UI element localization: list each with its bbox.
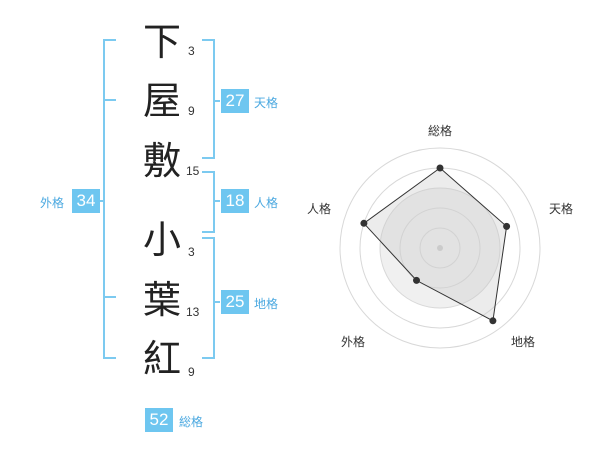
soukaku-label: 総格 xyxy=(179,415,204,429)
stroke-count-3: 15 xyxy=(186,164,200,178)
gaikaku-label: 外格 xyxy=(40,196,65,210)
radar-point-4 xyxy=(413,276,420,284)
chikaku-bracket xyxy=(202,237,220,359)
jinkaku-value: 18 xyxy=(221,189,249,213)
radar-chart xyxy=(339,147,541,349)
stroke-count-4: 3 xyxy=(188,245,195,259)
radar-point-5 xyxy=(360,219,368,227)
radar-point-3 xyxy=(489,317,497,325)
radar-axis-label-tenkaku: 天格 xyxy=(549,202,574,216)
tenkaku-bracket xyxy=(202,39,220,159)
tenkaku-value: 27 xyxy=(221,89,249,113)
name-char-5: 葉 xyxy=(142,278,181,322)
jinkaku-label: 人格 xyxy=(254,196,279,210)
radar-area xyxy=(363,167,508,322)
stroke-count-6: 9 xyxy=(188,365,195,379)
radar-axis-label-soukaku: 総格 xyxy=(428,124,453,138)
name-char-3: 敷 xyxy=(142,139,181,183)
stroke-count-2: 9 xyxy=(188,104,195,118)
chikaku-value: 25 xyxy=(221,290,249,314)
stroke-count-5: 13 xyxy=(186,305,200,319)
name-char-2: 屋 xyxy=(142,79,181,123)
radar-point-1 xyxy=(436,164,444,172)
name-char-6: 紅 xyxy=(142,337,181,381)
gaikaku-value: 34 xyxy=(72,189,100,213)
soukaku-value: 52 xyxy=(145,408,173,432)
radar-axis-label-jinkaku: 人格 xyxy=(307,202,332,216)
name-char-4: 小 xyxy=(142,218,181,262)
radar-ring-outer xyxy=(339,147,541,349)
name-char-1: 下 xyxy=(142,20,181,64)
radar-point-2 xyxy=(503,222,511,230)
radar-points xyxy=(360,164,511,325)
jinkaku-bracket xyxy=(202,171,220,233)
stroke-count-1: 3 xyxy=(188,44,195,58)
radar-center-dot xyxy=(437,245,443,251)
radar-axis-label-chikaku: 地格 xyxy=(511,335,536,349)
radar-axis-label-gaikaku: 外格 xyxy=(341,335,366,349)
chikaku-label: 地格 xyxy=(254,297,279,311)
tenkaku-label: 天格 xyxy=(254,96,279,110)
gaikaku-bracket xyxy=(98,39,116,359)
